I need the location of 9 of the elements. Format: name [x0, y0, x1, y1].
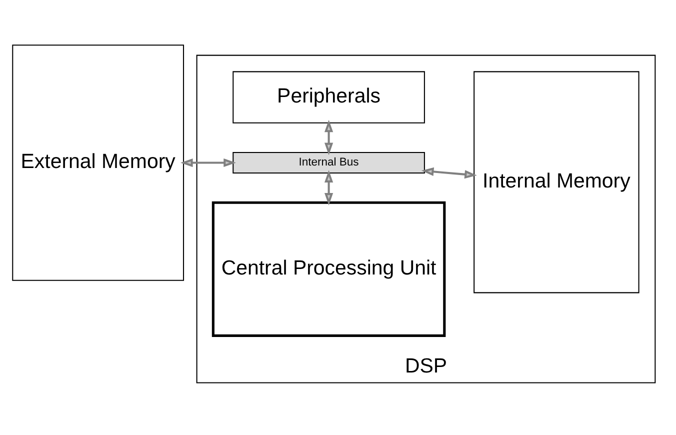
node-box: Internal Memory	[474, 70, 640, 293]
arrow	[324, 170, 334, 205]
arrow	[421, 166, 477, 178]
node-box: External Memory	[12, 44, 184, 280]
node-box: Internal Bus	[232, 152, 425, 173]
arrow	[180, 158, 236, 167]
node-box: Peripherals	[232, 70, 425, 123]
node-box: Central Processing Unit	[212, 200, 446, 336]
arrow	[324, 119, 334, 155]
